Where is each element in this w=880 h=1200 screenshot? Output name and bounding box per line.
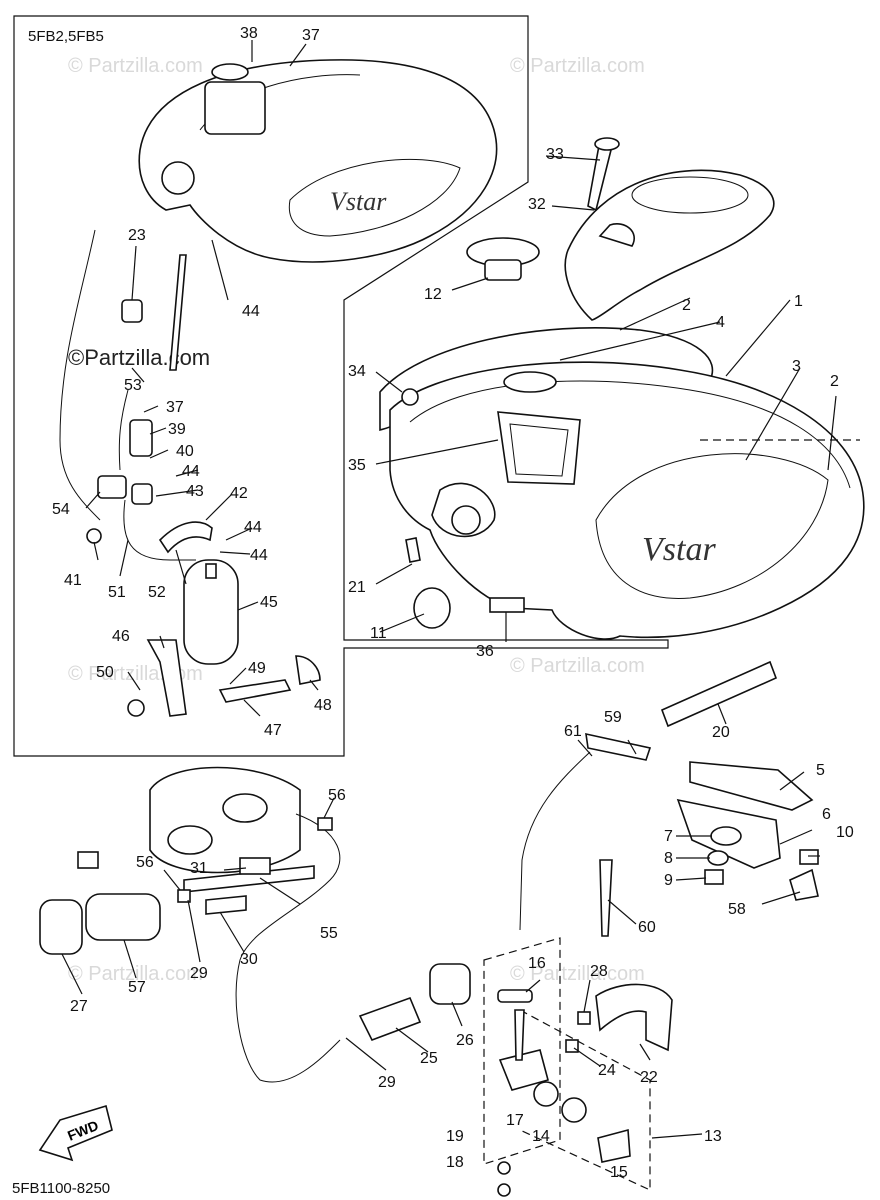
callout-2: 2: [682, 297, 691, 314]
callout-18: 18: [446, 1154, 464, 1171]
callout-44c: 44: [244, 519, 262, 536]
callout-61: 61: [564, 723, 582, 740]
callout-1: 1: [794, 293, 803, 310]
main-fuel-tank: Vstar: [379, 327, 865, 640]
callout-9: 9: [664, 872, 673, 889]
callout-40: 40: [176, 443, 194, 460]
watermark-main: ©Partzilla.com: [68, 345, 210, 370]
callout-4: 4: [716, 314, 725, 331]
callout-29: 29: [378, 1074, 396, 1091]
watermark-6: © Partzilla.com: [68, 963, 203, 985]
callout-25: 25: [420, 1050, 438, 1067]
fuel-pump-assembly: [39, 766, 471, 1083]
leader-lines: [61, 40, 837, 1139]
callout-42: 42: [230, 485, 248, 502]
svg-text:Vstar: Vstar: [642, 531, 716, 568]
svg-text:Vstar: Vstar: [330, 187, 387, 216]
callout-26: 26: [456, 1032, 474, 1049]
inset-fuel-tank: Vstar: [138, 59, 498, 263]
callout-8: 8: [664, 850, 673, 867]
callout-39: 39: [168, 421, 186, 438]
callout-32: 32: [528, 196, 546, 213]
callout-24: 24: [598, 1062, 616, 1079]
main-small-parts: [401, 137, 819, 937]
inset-label: 5FB2,5FB5: [28, 28, 104, 45]
watermark-4: © Partzilla.com: [68, 663, 203, 685]
callout-54: 54: [52, 501, 70, 518]
callout-3: 3: [792, 358, 801, 375]
tank-cover: [564, 169, 775, 321]
diagram-code: 5FB1100-8250: [12, 1180, 110, 1197]
watermark-2: © Partzilla.com: [510, 55, 645, 77]
callout-50: 50: [96, 664, 114, 681]
callout-45: 45: [260, 594, 278, 611]
watermark-5: © Partzilla.com: [510, 655, 645, 677]
callout-13: 13: [704, 1128, 722, 1145]
callout-51: 51: [108, 584, 126, 601]
callout-15: 15: [610, 1164, 628, 1181]
callout-14: 14: [532, 1128, 550, 1145]
fuel-cap: [466, 237, 540, 281]
callout-33: 33: [546, 146, 564, 163]
watermark-1: © Partzilla.com: [68, 55, 203, 77]
callout-56: 56: [136, 854, 154, 871]
callout-53: 53: [124, 377, 142, 394]
callout-38: 38: [240, 25, 258, 42]
callout-11: 11: [370, 625, 387, 642]
callout-56b: 56: [328, 787, 346, 804]
callout-22: 22: [640, 1069, 658, 1086]
callout-labels: 38 37 23 44 33 32 12 2 4 1 3 2 34 35 21 …: [52, 25, 854, 1181]
fwd-arrow: FWD: [38, 1104, 113, 1162]
callout-52: 52: [148, 584, 166, 601]
callout-5: 5: [816, 762, 825, 779]
callout-20: 20: [712, 724, 730, 741]
callout-27: 27: [70, 998, 88, 1015]
callout-2b: 2: [830, 373, 839, 390]
callout-44b: 44: [182, 463, 200, 480]
callout-44: 44: [242, 303, 260, 320]
callout-55: 55: [320, 925, 338, 942]
callout-41: 41: [64, 572, 82, 589]
callout-58: 58: [728, 901, 746, 918]
callout-57: 57: [128, 979, 146, 996]
watermark-7: © Partzilla.com: [510, 963, 645, 985]
callout-16: 16: [528, 955, 546, 972]
callout-35: 35: [348, 457, 366, 474]
fuel-cock-assembly: [483, 937, 673, 1197]
callout-59: 59: [604, 709, 622, 726]
callout-37: 37: [302, 27, 320, 44]
callout-23: 23: [128, 227, 146, 244]
callout-19: 19: [446, 1128, 464, 1145]
callout-10: 10: [836, 824, 854, 841]
callout-49: 49: [248, 660, 266, 677]
callout-12: 12: [424, 286, 442, 303]
callout-30: 30: [240, 951, 258, 968]
callout-7: 7: [664, 828, 673, 845]
inset-hoses-and-pump: [59, 229, 321, 717]
callout-36: 36: [476, 643, 494, 660]
callout-48: 48: [314, 697, 332, 714]
callout-47: 47: [264, 722, 282, 739]
callout-46: 46: [112, 628, 130, 645]
callout-31: 31: [190, 860, 208, 877]
callout-34: 34: [348, 363, 366, 380]
callout-17: 17: [506, 1112, 524, 1129]
callout-44d: 44: [250, 547, 268, 564]
callout-28: 28: [590, 963, 608, 980]
callout-6: 6: [822, 806, 831, 823]
callout-60: 60: [638, 919, 656, 936]
callout-37b: 37: [166, 399, 184, 416]
callout-29b: 29: [190, 965, 208, 982]
callout-43: 43: [186, 483, 204, 500]
callout-21: 21: [348, 579, 366, 596]
inset-frame: [13, 15, 669, 757]
